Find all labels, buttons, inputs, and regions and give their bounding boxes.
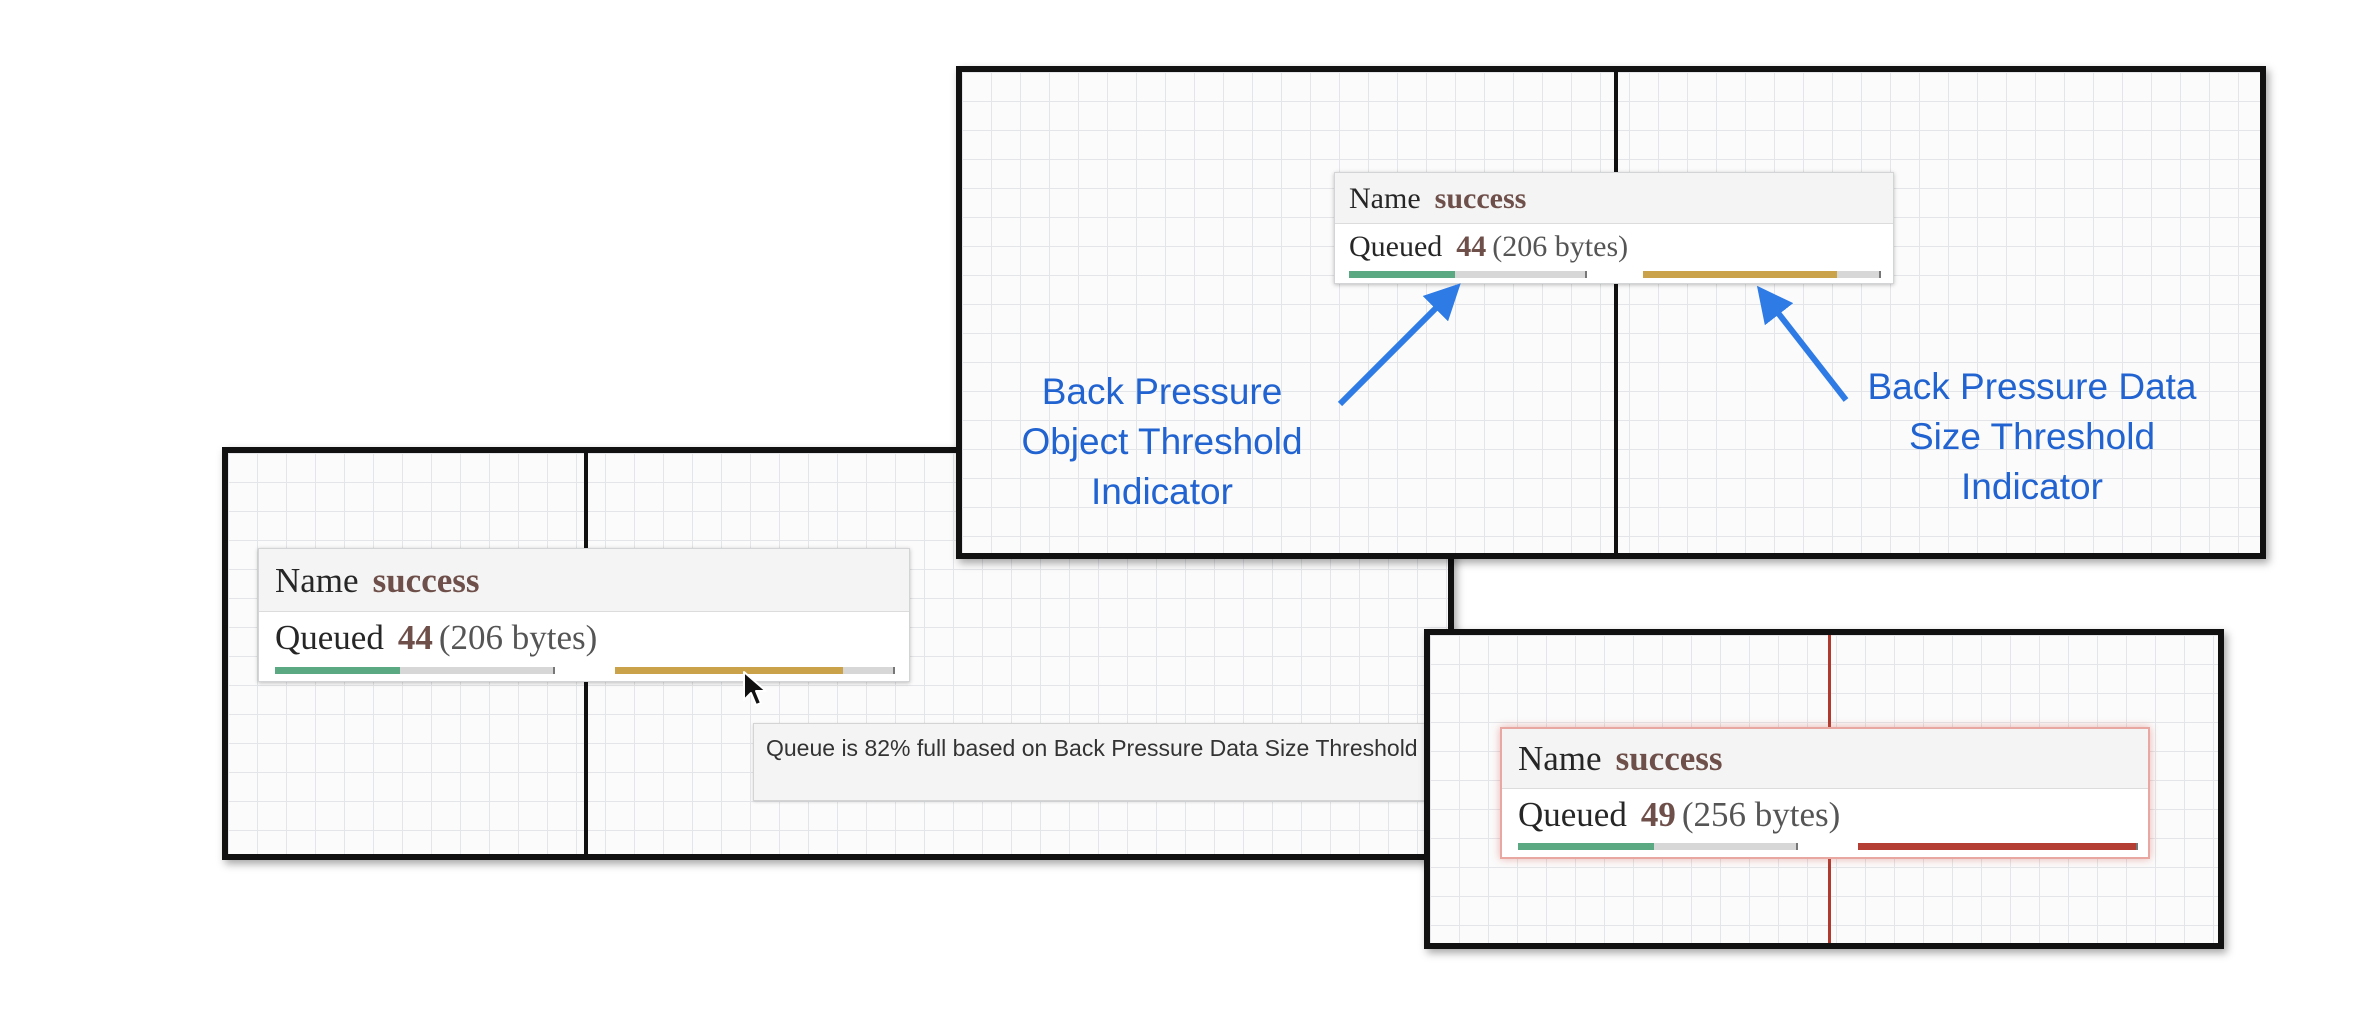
queued-size: (206 bytes) — [1492, 230, 1629, 263]
name-value: success — [1434, 182, 1527, 215]
callout-data-size-threshold: Back Pressure Data Size Threshold Indica… — [1867, 366, 2197, 507]
connection-label-alert[interactable]: Name success Queued 49(256 bytes) — [1500, 727, 2150, 859]
name-key: Name — [1349, 182, 1421, 215]
queued-size: (206 bytes) — [438, 618, 598, 657]
callout-arrows — [1337, 283, 1849, 407]
queued-count: 49 — [1640, 795, 1676, 834]
data-size-threshold-fill — [1858, 843, 2136, 850]
data-size-threshold-bar[interactable] — [615, 667, 895, 674]
callout-object-threshold: Back Pressure Object Threshold Indicator — [1021, 371, 1303, 512]
connection-name-row: Name success — [1335, 173, 1893, 224]
mouse-cursor-icon — [743, 671, 767, 706]
name-key: Name — [275, 561, 359, 600]
arrow-icon — [1756, 285, 1849, 402]
object-threshold-bar[interactable] — [1518, 843, 1798, 850]
connection-queued-row: Queued 44(206 bytes) — [1335, 224, 1893, 270]
queued-key: Queued — [275, 618, 384, 657]
connection-queued-row: Queued 49(256 bytes) — [1502, 789, 2148, 841]
tooltip: Queue is 82% full based on Back Pressure… — [753, 723, 1448, 801]
data-size-threshold-fill — [1643, 271, 1837, 278]
object-threshold-bar[interactable] — [1349, 271, 1587, 278]
connection-label[interactable]: Name success Queued 44(206 bytes) — [1334, 172, 1894, 284]
connection-queued-row: Queued 44(206 bytes) — [259, 612, 909, 664]
object-threshold-fill — [1349, 271, 1456, 278]
connection-name-row: Name success — [259, 549, 909, 612]
queued-key: Queued — [1349, 230, 1443, 263]
canvas-panel-annotated: Name success Queued 44(206 bytes) Back Pre… — [956, 66, 2266, 559]
queued-key: Queued — [1518, 795, 1627, 834]
data-size-threshold-bar[interactable] — [1858, 843, 2138, 850]
arrow-icon — [1337, 283, 1461, 407]
connection-name-row: Name success — [1502, 729, 2148, 789]
data-size-threshold-bar[interactable] — [1643, 271, 1881, 278]
connection-label[interactable]: Name success Queued 44(206 bytes) — [258, 548, 910, 682]
data-size-threshold-fill — [615, 667, 843, 674]
canvas-panel-full: Name success Queued 49(256 bytes) — [1424, 629, 2224, 949]
object-threshold-bar[interactable] — [275, 667, 555, 674]
queued-size: (256 bytes) — [1681, 795, 1841, 834]
queued-count: 44 — [1456, 230, 1487, 263]
name-value: success — [372, 561, 480, 600]
tooltip-text: Queue is 82% full based on Back Pressure… — [766, 735, 1418, 761]
object-threshold-fill — [1518, 843, 1655, 850]
object-threshold-fill — [275, 667, 401, 674]
name-value: success — [1615, 739, 1723, 778]
queued-count: 44 — [397, 618, 433, 657]
connection-line — [1614, 72, 1618, 553]
name-key: Name — [1518, 739, 1602, 778]
